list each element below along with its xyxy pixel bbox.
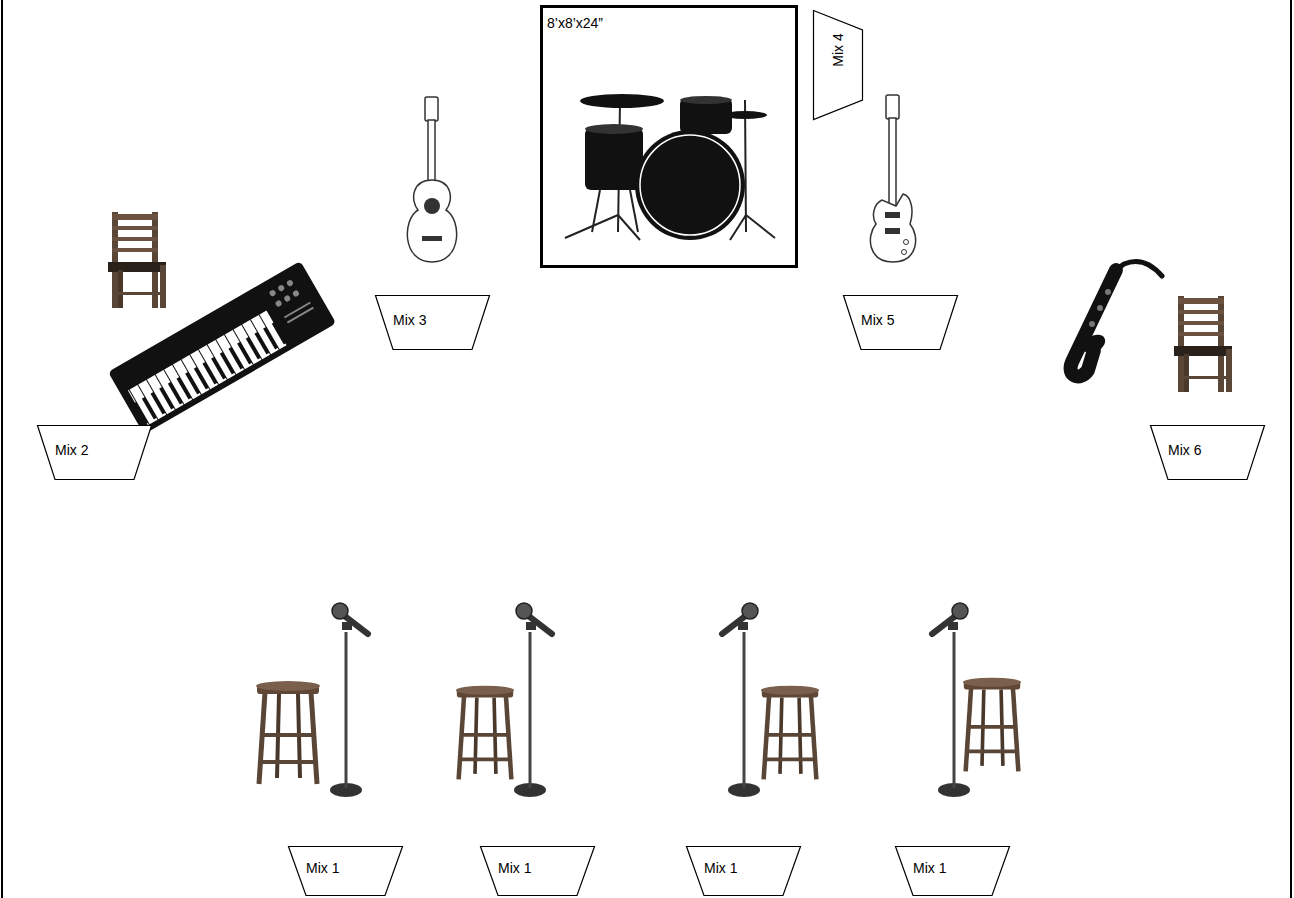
mic-stand: [514, 603, 552, 797]
monitor-wedge: Mix 2: [37, 425, 152, 480]
mix-label: Mix 1: [704, 860, 737, 876]
saxophone: [1071, 261, 1162, 376]
wedge-outline: [1150, 425, 1265, 480]
keyboard: [108, 261, 336, 434]
monitor-wedge: Mix 3: [375, 295, 490, 350]
monitor-wedge: Mix 1: [686, 846, 801, 896]
stool: [761, 686, 819, 780]
monitor-wedge: Mix 1: [480, 846, 595, 896]
monitor-wedge: Mix 6: [1150, 425, 1265, 480]
mix-label: Mix 5: [861, 312, 894, 328]
wedge-outline: [686, 846, 801, 896]
wedge-outline: [895, 846, 1010, 896]
mix-label: Mix 1: [498, 860, 531, 876]
stool: [256, 681, 320, 784]
wedge-outline: [1151, 426, 1265, 480]
monitor-wedge: Mix 5: [843, 295, 958, 350]
chair: [108, 212, 166, 308]
monitor-wedge: Mix 1: [288, 846, 403, 896]
wedge-outline: [38, 426, 152, 480]
monitor-wedge: Mix 1: [895, 846, 1010, 896]
monitor-wedge: Mix 4: [813, 10, 863, 120]
drum-kit: [565, 94, 775, 240]
wedge-outline: [843, 295, 958, 350]
acoustic-guitar: [407, 97, 456, 262]
chair: [1174, 296, 1232, 392]
wedge-outline: [289, 847, 403, 896]
riser-dimension: 8’x8’x24”: [547, 15, 603, 31]
stool: [963, 678, 1021, 772]
wedge-outline: [37, 425, 152, 480]
stool: [456, 686, 514, 780]
wedge-outline: [376, 296, 490, 350]
wedge-outline: [896, 847, 1010, 896]
mix-label: Mix 1: [306, 860, 339, 876]
wedge-outline: [375, 295, 490, 350]
wedge-outline: [480, 846, 595, 896]
mic-stand: [932, 603, 970, 797]
mic-stand: [722, 603, 760, 797]
mix-label: Mix 6: [1168, 442, 1201, 458]
wedge-outline: [687, 847, 801, 896]
mic-stand: [330, 603, 368, 797]
wedge-outline: [481, 847, 595, 896]
wedge-outline: [844, 296, 958, 350]
wedge-outline: [814, 11, 863, 120]
wedge-outline: [288, 846, 403, 896]
mix-label: Mix 4: [830, 33, 846, 66]
drum-riser: 8’x8’x24”: [540, 5, 798, 268]
electric-guitar: [870, 95, 915, 262]
mix-label: Mix 2: [55, 442, 88, 458]
mix-label: Mix 1: [913, 860, 946, 876]
mix-label: Mix 3: [393, 312, 426, 328]
